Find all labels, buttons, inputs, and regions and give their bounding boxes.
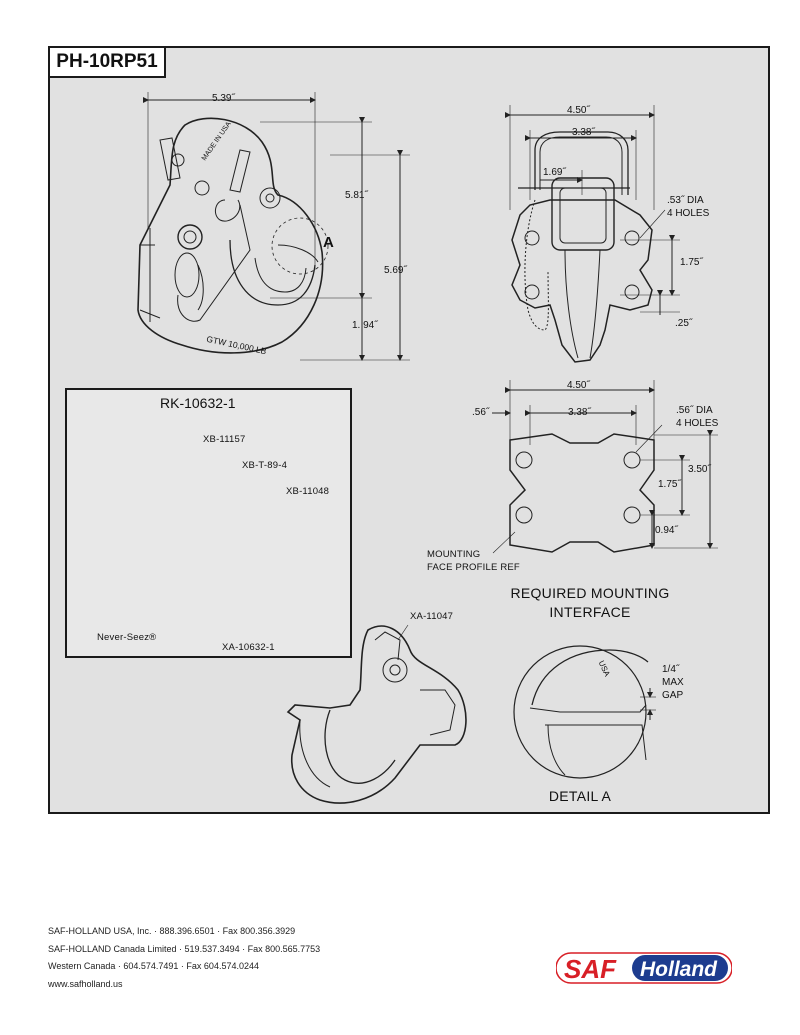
dim-width-side: 5.39˝ [212, 93, 235, 104]
part-label-nut: XB-11048 [286, 486, 330, 497]
mounting-heading-line1: REQUIRED MOUNTING [510, 585, 670, 601]
part-label-never-seez: Never-Seez® [97, 632, 157, 643]
dim-hole-spacing-front: 1.75˝ [680, 257, 703, 268]
detail-gap-line2: MAX [662, 677, 684, 688]
saf-holland-logo: SAF Holland [556, 952, 732, 984]
side-view-drawing [137, 92, 410, 361]
mounting-profile-ref-line2: FACE PROFILE REF [427, 562, 520, 573]
dim-offset-front: 1.69˝ [543, 167, 566, 178]
svg-text:Holland: Holland [640, 958, 718, 981]
dim-height-upper: 5.81˝ [345, 190, 368, 201]
part-label-mechanism: XA-10632-1 [222, 642, 275, 653]
detail-a-drawing [513, 645, 656, 779]
footer-website-link[interactable]: www.safholland.us [48, 978, 123, 989]
repair-kit-title: RK-10632-1 [160, 395, 236, 411]
dim-width-outer-mount: 4.50˝ [567, 380, 590, 391]
repair-kit-panel [65, 388, 352, 658]
part-label-hook: XA-11047 [410, 611, 454, 622]
dim-hole-dia-front: .53˝ DIA [667, 195, 704, 206]
detail-gap-line3: GAP [662, 690, 684, 701]
footer-western-canada-contact: Western Canada · 604.574.7491 · Fax 604.… [48, 961, 259, 971]
svg-text:SAF: SAF [564, 954, 617, 984]
mounting-heading-line2: INTERFACE [549, 604, 631, 620]
dim-bottom-offset-mount: 0.94˝ [655, 525, 678, 536]
dim-hole-count-mount: 4 HOLES [676, 418, 719, 429]
dim-height-lower: 1. 94˝ [352, 320, 378, 331]
front-view-drawing [505, 105, 680, 363]
detail-gap-line1: 1/4˝ [662, 664, 680, 675]
dim-height-total-mount: 3.50˝ [688, 464, 711, 475]
detail-callout-a: A [323, 234, 334, 251]
model-number-tag: PH-10RP51 [48, 46, 166, 78]
hook-drawing [286, 624, 467, 804]
contact-footer: SAF-HOLLAND USA, Inc. · 888.396.6501 · F… [48, 923, 320, 993]
dim-left-offset-mount: .56˝ [472, 407, 490, 418]
part-label-cotter-pin: XB-11157 [203, 434, 246, 445]
dim-hole-dia-mount: .56˝ DIA [676, 405, 713, 416]
dim-height-total: 5.69˝ [384, 265, 407, 276]
dim-width-inner-mount: 3.38˝ [568, 407, 591, 418]
dim-hole-count-front: 4 HOLES [667, 208, 710, 219]
footer-usa-contact: SAF-HOLLAND USA, Inc. · 888.396.6501 · F… [48, 926, 296, 936]
mounting-profile-ref-line1: MOUNTING [427, 549, 481, 560]
dim-width-inner-front: 3.38˝ [572, 127, 595, 138]
dim-hole-spacing-mount: 1.75˝ [658, 479, 681, 490]
dim-bottom-offset-front: .25˝ [675, 318, 693, 329]
dim-width-outer-front: 4.50˝ [567, 105, 590, 116]
footer-canada-contact: SAF-HOLLAND Canada Limited · 519.537.349… [48, 943, 321, 954]
mounting-interface-drawing [492, 380, 718, 554]
detail-a-title: DETAIL A [548, 788, 612, 804]
part-label-bolt: XB-T-89-4 [242, 460, 288, 471]
